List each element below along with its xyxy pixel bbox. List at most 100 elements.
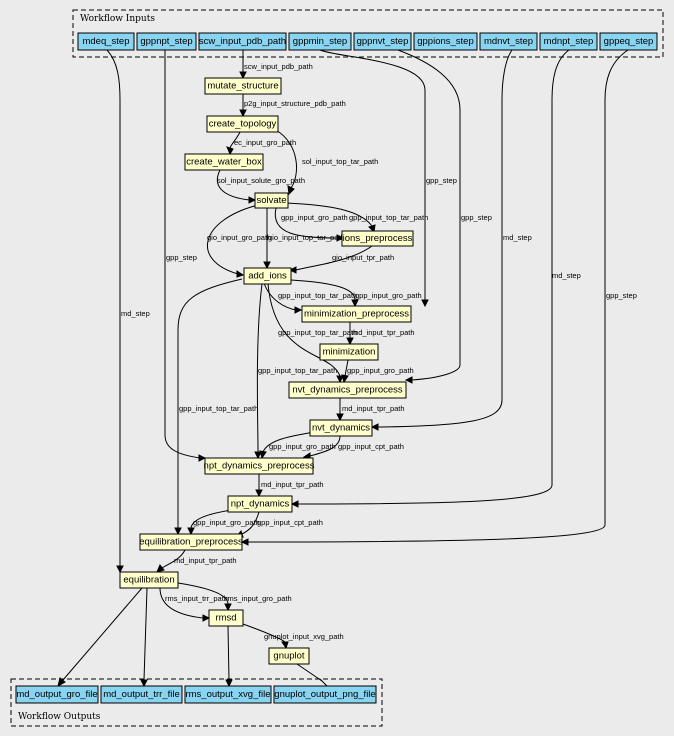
step-node-equilibration-preprocess[interactable]: equilibration_preprocess [139,533,243,551]
step-node-create-topology[interactable]: create_topology [206,115,279,133]
output-nodes: md_output_gro_file md_output_trr_file rm… [15,685,377,704]
edge-npt-dynamics-to-equilibration-preprocess-gro: gpp_input_gro_path [187,509,260,536]
node-label: npt_dynamics_preprocess [204,461,315,472]
node-label: equilibration [123,575,174,586]
step-node-rmsd[interactable]: rmsd [208,609,244,627]
edge-rmsd-to-gnuplot: gnuplot_input_xvg_path [242,623,344,650]
input-node-gppmin-step[interactable]: gppmin_step [288,32,352,51]
node-label: rms_output_xvg_file [185,689,270,700]
node-label: rmsd [215,613,236,624]
edge-equilibration-to-md-output-trr-file [140,587,148,688]
edge-label: gpp_input_gro_path [193,518,260,527]
edge-label: gpp_input_gro_path [281,213,348,222]
edge-label: gpp_input_gro_path [355,291,422,300]
step-node-npt-dynamics[interactable]: npt_dynamics [227,495,293,513]
edge-label: md_step [121,309,150,318]
edge-label: scw_input_pdb_path [244,62,313,71]
node-label: solvate [256,195,286,206]
edge-gppnpt-step-to-npt-dynamics-preprocess: gpp_step [164,50,207,462]
edge-label: gio_input_tpr_path [332,253,394,262]
output-node-md-output-gro-file[interactable]: md_output_gro_file [15,685,99,704]
step-node-nvt-dynamics[interactable]: nvt_dynamics [309,419,373,437]
edge-equilibration-to-rmsd-trr: rms_input_trr_path [159,587,228,622]
edge-label: gpp_input_top_tar_path [349,213,428,222]
step-node-minimization[interactable]: minimization [319,343,379,361]
edge-add-ions-to-minimization-preprocess-gro: gpp_input_gro_path [290,279,422,308]
node-label: nvt_dynamics [312,423,370,434]
edge-label: rms_input_trr_path [165,594,228,603]
edge-gppeq-step-to-equilibration-preprocess: gpp_step [240,49,637,546]
input-node-scw-input-pdb-path[interactable]: scw_input_pdb_path [198,32,287,51]
node-label: create_water_box [186,157,262,168]
input-node-gppnvt-step[interactable]: gppnvt_step [353,32,412,51]
node-label: gppnpt_step [140,36,192,47]
edge-create-topology-to-create-water-box: ec_input_gro_path [226,131,296,156]
edge-mdeq-step-to-equilibration: md_step [106,49,150,574]
edge-label: gpp_input_top_tar_path [278,328,357,337]
input-node-gppions-step[interactable]: gppions_step [413,32,478,51]
edge-scw-input-to-mutate-structure: scw_input_pdb_path [239,50,313,80]
edge-add-ions-to-minimization-preprocess-top: gpp_input_top_tar_path [263,282,357,314]
edge-gnuplot-to-gnuplot-output-png-file [296,663,328,687]
node-label: gppnvt_step [357,36,409,47]
node-label: minimization [323,347,376,358]
edge-gppnvt-step-to-nvt-dynamics-preprocess: gpp_step [397,49,492,384]
edge-npt-dynamics-preprocess-to-npt-dynamics: md_input_tpr_path [255,474,324,498]
edge-label: gpp_input_cpt_path [257,518,323,527]
node-label: equilibration_preprocess [139,537,243,548]
step-node-equilibration[interactable]: equilibration [119,571,179,589]
node-label: create_topology [209,119,277,130]
node-label: mdnvt_step [484,36,533,47]
step-node-add-ions[interactable]: add_ions [243,267,292,285]
edge-minimization-preprocess-to-minimization: md_input_tpr_path [346,322,415,346]
input-node-mdnpt-step[interactable]: mdnpt_step [539,32,598,51]
step-node-minimization-preprocess[interactable]: minimization_preprocess [301,305,412,323]
edge-label: gpp_input_cpt_path [338,442,404,451]
edge-mdnpt-step-to-npt-dynamics: md_step [290,49,581,508]
step-node-npt-dynamics-preprocess[interactable]: npt_dynamics_preprocess [204,457,315,475]
edge-nvt-dynamics-preprocess-to-nvt-dynamics: md_input_tpr_path [336,398,405,422]
node-label: mdeq_step [82,36,129,47]
edge-label: gpp_step [606,291,637,300]
node-label: ions_preprocess [343,233,413,244]
input-node-gppeq-step[interactable]: gppeq_step [599,32,658,51]
edge-add-ions-to-nvt-dynamics-preprocess: gpp_input_top_tar_path [267,283,357,384]
node-label: md_output_trr_file [103,689,180,700]
edge-label: md_input_tpr_path [342,404,405,413]
edge-label: gnuplot_input_xvg_path [264,632,344,641]
node-label: scw_input_pdb_path [199,36,286,47]
edge-label: md_step [503,233,532,242]
edge-create-topology-to-solvate: sol_input_top_tar_path [275,129,378,196]
step-node-ions-preprocess[interactable]: ions_preprocess [341,230,414,247]
input-nodes: mdeq_step gppnpt_step scw_input_pdb_path… [77,32,658,51]
output-node-gnuplot-output-png-file[interactable]: gnuplot_output_png_file [273,685,377,704]
output-node-md-output-trr-file[interactable]: md_output_trr_file [100,685,183,704]
edge-mutate-structure-to-create-topology: p2g_input_structure_pdb_path [239,94,346,118]
edge-label: gpp_step [426,176,457,185]
node-label: npt_dynamics [231,499,290,510]
node-label: mutate_structure [207,81,278,92]
step-node-mutate-structure[interactable]: mutate_structure [204,77,282,95]
edge-label: gio_input_gro_path [207,233,271,242]
edge-label: gio_input_top_tar_path [268,233,345,242]
edge-solvate-to-add-ions-top: gio_input_top_tar_path [263,208,345,270]
input-node-mdeq-step[interactable]: mdeq_step [77,32,135,51]
step-node-solvate[interactable]: solvate [254,192,289,209]
workflow-outputs-label: Workflow Outputs [18,712,101,722]
input-node-gppnpt-step[interactable]: gppnpt_step [136,32,197,51]
edge-label: sol_input_top_tar_path [302,157,378,166]
node-label: add_ions [248,271,287,282]
step-node-gnuplot[interactable]: gnuplot [268,647,310,665]
edge-label: gpp_input_top_tar_path [278,291,357,300]
step-node-nvt-dynamics-preprocess[interactable]: nvt_dynamics_preprocess [288,381,407,399]
step-node-create-water-box[interactable]: create_water_box [184,153,264,171]
edge-nvt-dynamics-to-npt-dynamics-preprocess-gro: gpp_input_gro_path [259,431,336,460]
output-node-rms-output-xvg-file[interactable]: rms_output_xvg_file [184,685,272,704]
edge-minimization-to-nvt-dynamics-preprocess: gpp_input_gro_path [341,359,414,384]
edge-label: sol_input_solute_gro_path [217,176,305,185]
edge-solvate-to-ions-preprocess-gro: gpp_input_gro_path [274,207,348,242]
workflow-outputs-cluster: Workflow Outputs [10,678,383,727]
edge-gppmin-step-to-minimization-preprocess: gpp_step [319,49,457,308]
input-node-mdnvt-step[interactable]: mdnvt_step [479,32,538,51]
